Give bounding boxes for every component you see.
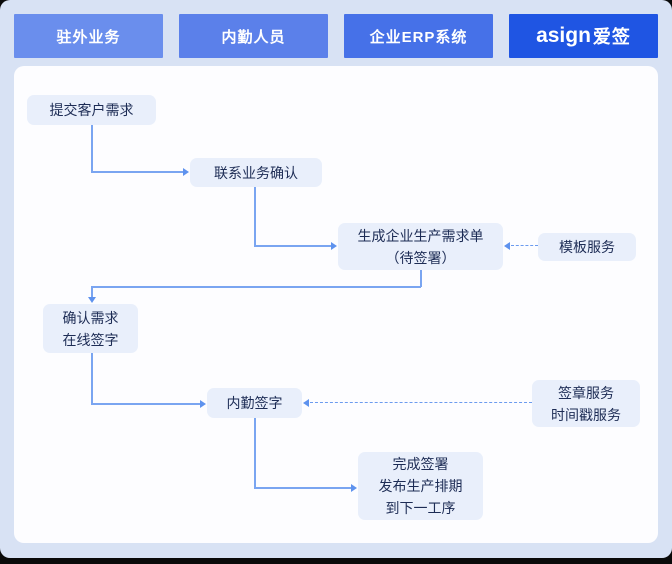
- connector-generate-to-confirm-v2: [91, 286, 93, 298]
- node-label: 在线签字: [62, 331, 119, 348]
- arrow-down-icon: [88, 297, 96, 303]
- flow-node-seal-timestamp-service: 签章服务 时间戳服务: [532, 380, 640, 427]
- connector-contact-to-generate-h: [254, 245, 331, 247]
- arrow-right-icon: [351, 484, 357, 492]
- connector-template-to-generate-dashed: [511, 245, 538, 246]
- node-label: 到下一工序: [385, 500, 456, 516]
- arrow-left-icon: [504, 242, 510, 250]
- asign-logo-latin: asign: [536, 24, 591, 47]
- lane-label: 企业ERP系统: [369, 28, 468, 46]
- connector-sign-to-complete-h: [254, 487, 351, 489]
- flow-node-contact-business-confirm: 联系业务确认: [190, 158, 322, 187]
- lane-label: 内勤人员: [221, 28, 286, 46]
- connector-sign-to-complete-v: [254, 418, 256, 488]
- lane-header-internal-staff: 内勤人员: [179, 14, 328, 58]
- lane-header-field-business: 驻外业务: [14, 14, 163, 58]
- asign-logo-chinese: 爱签: [592, 27, 631, 47]
- arrow-right-icon: [183, 168, 189, 176]
- connector-submit-to-contact-h: [91, 171, 183, 173]
- lane-label: 驻外业务: [56, 28, 121, 46]
- arrow-right-icon: [200, 400, 206, 408]
- connector-confirm-to-sign-v: [91, 353, 93, 404]
- connector-seal-to-sign-dashed: [310, 402, 532, 403]
- node-label: 完成签署: [392, 456, 449, 472]
- lane-header-asign-logo: asign 爱签: [509, 14, 658, 58]
- connector-generate-to-confirm-h: [91, 286, 421, 288]
- flow-node-confirm-request-online-sign: 确认需求 在线签字: [43, 304, 138, 353]
- node-label: 发布生产排期: [378, 478, 463, 494]
- flow-node-submit-customer-request: 提交客户需求: [27, 95, 156, 125]
- node-label: （待签署）: [385, 249, 456, 266]
- arrow-right-icon: [331, 242, 337, 250]
- node-label: 模板服务: [559, 239, 615, 255]
- flow-node-internal-staff-sign: 内勤签字: [207, 388, 302, 418]
- connector-confirm-to-sign-h: [91, 403, 200, 405]
- node-label: 提交客户需求: [49, 102, 134, 118]
- node-label: 签章服务: [558, 384, 614, 401]
- arrow-left-icon: [303, 399, 309, 407]
- connector-contact-to-generate-v: [254, 187, 256, 246]
- flow-node-generate-production-order: 生成企业生产需求单 （待签署）: [338, 223, 503, 270]
- node-label: 联系业务确认: [214, 164, 298, 181]
- node-label: 生成企业生产需求单: [357, 227, 484, 244]
- lane-header-erp-system: 企业ERP系统: [344, 14, 493, 58]
- connector-generate-to-confirm-v1: [420, 270, 422, 287]
- flow-node-complete-sign-schedule: 完成签署 发布生产排期 到下一工序: [358, 452, 483, 520]
- connector-submit-to-contact-v: [91, 125, 93, 172]
- node-label: 内勤签字: [226, 395, 283, 411]
- node-label: 确认需求: [62, 309, 119, 326]
- node-label: 时间戳服务: [551, 406, 621, 423]
- flow-node-template-service: 模板服务: [538, 233, 636, 261]
